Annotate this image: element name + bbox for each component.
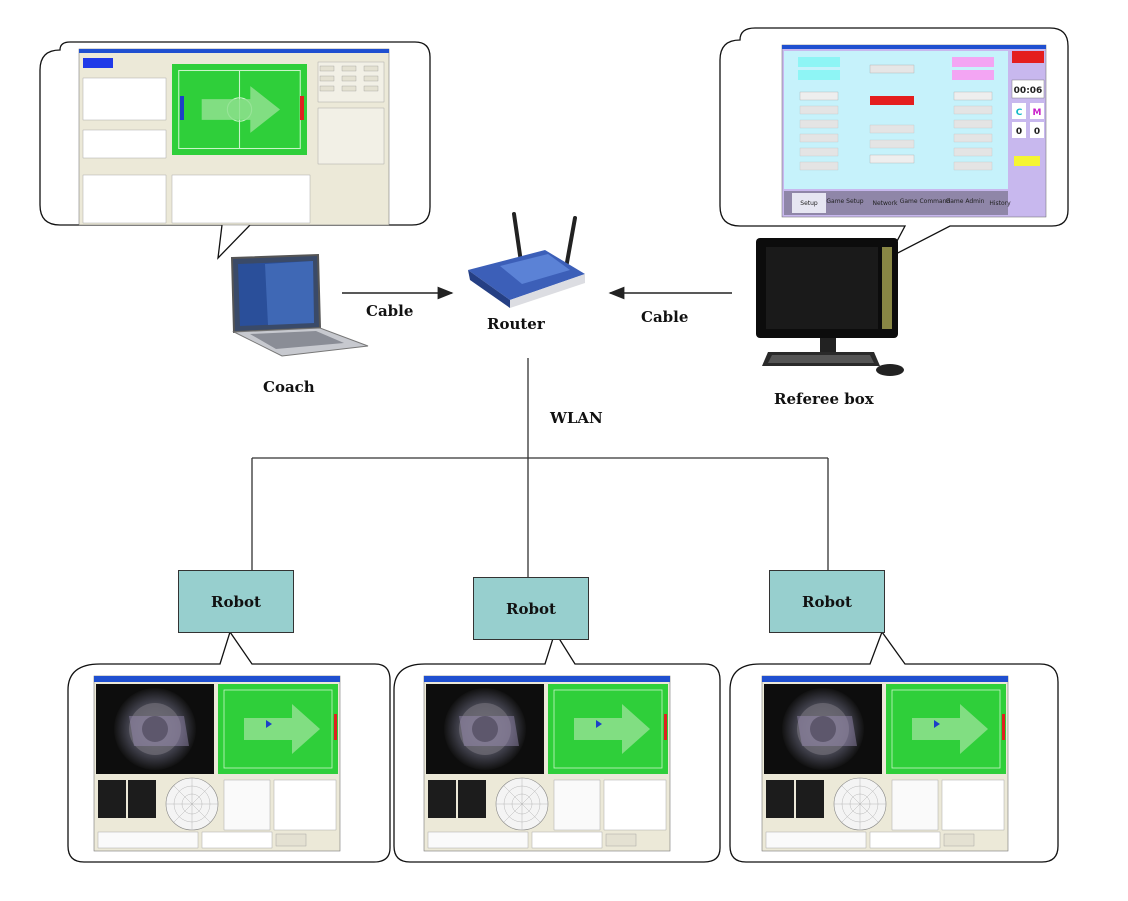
referee-team-c: C [1016,108,1023,118]
desktop-computer-icon [756,238,904,376]
coach-screen-bubble [39,41,431,260]
robot-node-2: Robot [473,577,589,640]
referee-score-left: 0 [1016,127,1022,137]
coach-cable-label: Cable [366,302,414,320]
referee-screen-bubble: 00:06 C M 0 0 Setup Game Setup Network G… [719,27,1069,260]
referee-cable-label: Cable [641,308,689,326]
referee-box-label: Referee box [774,390,874,408]
tab-game-command: Game Command [900,198,951,205]
robot-1-screen-bubble [67,630,391,863]
robot-node-1: Robot [178,570,294,633]
robot-label-2: Robot [506,599,556,618]
robot-2-screen-bubble [393,630,721,863]
connectors [251,286,829,580]
referee-software-screenshot: 00:06 C M 0 0 Setup Game Setup Network G… [781,44,1047,218]
referee-team-m: M [1033,108,1042,118]
referee-score-right: 0 [1034,127,1040,137]
laptop-icon [230,253,369,357]
robot-3-screen-bubble [729,630,1059,863]
robot-node-3: Robot [769,570,885,633]
router-label: Router [487,315,545,333]
coach-label: Coach [263,378,315,396]
coach-software-screenshot [78,48,390,226]
tab-game-setup: Game Setup [826,198,863,205]
tab-game-admin: Game Admin [946,198,985,205]
wlan-label: WLAN [550,409,603,427]
router-icon [468,212,585,308]
tab-network: Network [872,200,898,207]
robot-label-3: Robot [802,592,852,611]
robot-label-1: Robot [211,592,261,611]
tab-setup: Setup [800,200,818,207]
tab-history: History [989,200,1011,207]
referee-timer: 00:06 [1014,86,1043,96]
